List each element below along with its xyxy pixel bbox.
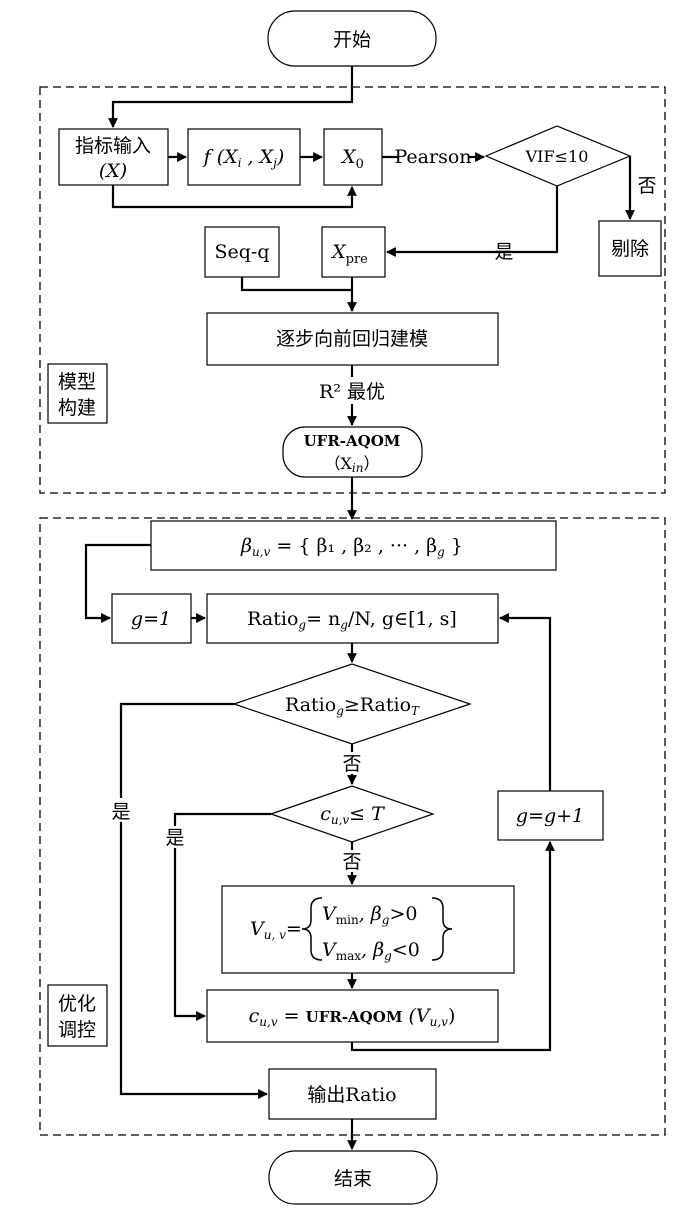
- model-building-label: 模型 构建: [47, 363, 108, 424]
- svg-text:构建: 构建: [58, 397, 96, 419]
- edge-label-ratio-yes: 是: [111, 801, 130, 823]
- ratio-formula-node: Ratiog= ng/N, g∈[1, s]: [206, 593, 499, 644]
- arrow-beta-to-ginit: [84, 543, 151, 623]
- function-label: f (Xi , Xj): [202, 146, 285, 170]
- g-increment-label: g=g+1: [516, 805, 584, 827]
- ufr-aqom-node: UFR-AQOM （Xin）: [282, 426, 423, 478]
- svg-text:调控: 调控: [58, 1019, 96, 1041]
- remove-label: 剔除: [611, 238, 649, 260]
- g-init-node: g=1: [111, 593, 192, 644]
- g-increment-node: g=g+1: [497, 790, 604, 841]
- svg-text:优化: 优化: [58, 993, 96, 1015]
- edge-label-c-yes: 是: [165, 827, 184, 849]
- v-case-min: Vmin, βg>0: [322, 903, 417, 927]
- v-assign-node: Vu, v= Vmin, βg>0 Vmax, βg<0: [221, 885, 515, 974]
- xpre-label: Xpre: [330, 241, 368, 267]
- arrow-start-to-input: [108, 66, 354, 128]
- output-label: 输出Ratio: [307, 1084, 396, 1106]
- c-update-label: cu,v = UFR-AQOM (Vu,v): [249, 1005, 456, 1029]
- arrow-update-to-increment: [350, 841, 555, 1052]
- remove-node: 剔除: [598, 220, 662, 277]
- indicator-input-label: 指标输入: [75, 135, 151, 157]
- output-node: 输出Ratio: [268, 1068, 437, 1120]
- c-update-node: cu,v = UFR-AQOM (Vu,v): [206, 989, 499, 1043]
- c-decision: cu,v≤ T: [269, 785, 435, 843]
- stepwise-node: 逐步向前回归建模: [206, 312, 499, 366]
- end-label: 结束: [334, 1168, 372, 1190]
- arrow-c-yes: [173, 812, 271, 826]
- vif-decision: VIF≤10: [484, 125, 632, 187]
- edge-label-pearson: Pearson: [394, 146, 471, 168]
- arrow-ratio-yes-lower: [119, 822, 268, 1099]
- edge-label-c-no: 否: [342, 851, 361, 873]
- connectors: [84, 66, 635, 1150]
- edge-label-vif-yes: 是: [494, 241, 513, 263]
- start-node: 开始: [267, 10, 437, 67]
- optimization-label: 优化 调控: [47, 984, 108, 1047]
- beta-set-node: βu,v = { β₁ , β₂ , ··· , βg }: [150, 520, 557, 571]
- g-init-label: g=1: [131, 608, 171, 630]
- arrow-vif-yes: [386, 186, 559, 257]
- beta-set-label: βu,v = { β₁ , β₂ , ··· , βg }: [240, 535, 463, 559]
- svg-text:模型: 模型: [58, 371, 96, 393]
- x0-label: X0: [340, 146, 364, 172]
- left-brace: [301, 897, 323, 961]
- seqq-node: Seq-q: [204, 226, 280, 278]
- indicator-input-node: 指标输入 (X): [58, 128, 169, 186]
- arrow-seqq-join: [240, 277, 352, 292]
- ufr-aqom-label: UFR-AQOM: [304, 432, 401, 450]
- arrow-ratio-yes: [119, 702, 234, 798]
- stepwise-label: 逐步向前回归建模: [276, 328, 428, 350]
- end-node: 结束: [268, 1150, 438, 1205]
- xpre-node: Xpre: [321, 226, 386, 278]
- c-check-label: cu,v≤ T: [320, 803, 385, 827]
- start-label: 开始: [333, 29, 371, 51]
- vif-label: VIF≤10: [525, 147, 589, 166]
- seqq-label: Seq-q: [214, 241, 269, 263]
- indicator-input-var: (X): [99, 160, 127, 182]
- edge-label-r2-best: R² 最优: [319, 381, 385, 403]
- arrow-c-yes-lower: [173, 848, 206, 1021]
- ratio-decision: Ratiog≥RatioT: [232, 663, 472, 745]
- function-node: f (Xi , Xj): [187, 128, 301, 186]
- v-assign-lhs: Vu, v=: [250, 918, 302, 942]
- right-brace: [431, 897, 453, 961]
- edge-label-vif-no: 否: [637, 175, 656, 197]
- ratio-compare-label: Ratiog≥RatioT: [285, 694, 420, 718]
- v-case-max: Vmax, βg<0: [322, 939, 420, 963]
- edge-label-ratio-no: 否: [342, 753, 361, 775]
- arrow-input-bypass-to-x0: [111, 185, 357, 209]
- arrow-increment-loop: [499, 613, 552, 791]
- x0-node: X0: [323, 128, 383, 186]
- ufr-aqom-arg: （Xin）: [325, 454, 380, 475]
- ratio-formula-label: Ratiog= ng/N, g∈[1, s]: [247, 608, 457, 632]
